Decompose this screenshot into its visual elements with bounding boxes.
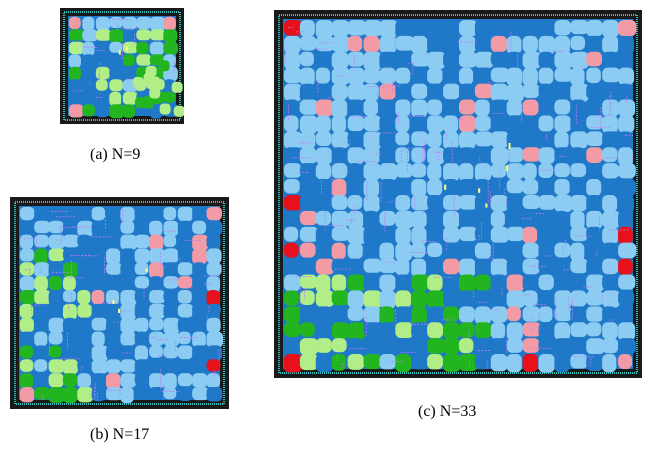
panel-c: [274, 10, 642, 378]
caption-b: (b) N=17: [90, 426, 150, 443]
panel-a: [60, 8, 184, 124]
hotspots: [444, 143, 511, 208]
wire-segments: [284, 27, 634, 369]
caption-c: (c) N=33: [418, 403, 477, 420]
hotspots: [112, 268, 148, 314]
cell-blocks: [19, 206, 224, 404]
caption-a: (a) N=9: [90, 146, 141, 163]
cell-blocks: [283, 19, 637, 373]
hotspots: [118, 46, 128, 55]
floorplan-b: [10, 197, 229, 409]
floorplan-c: [274, 10, 642, 378]
panel-b: [10, 197, 229, 409]
floorplan-a: [60, 8, 184, 124]
green-cluster-a: [132, 60, 184, 117]
wire-segments: [20, 210, 220, 400]
